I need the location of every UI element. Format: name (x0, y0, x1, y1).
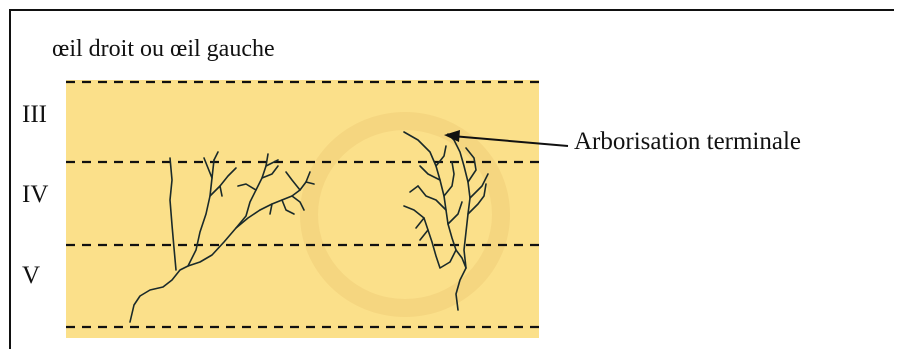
annotation-arrow (444, 130, 568, 146)
layer-label-v: V (22, 262, 40, 290)
annotation-label: Arborisation terminale (574, 128, 801, 156)
diagram-title: œil droit ou œil gauche (52, 36, 275, 63)
layer-label-iv: IV (22, 181, 48, 209)
axon-arbor-left (130, 152, 314, 322)
layer-label-iii: III (22, 101, 47, 129)
axon-arbor-right (404, 132, 488, 310)
